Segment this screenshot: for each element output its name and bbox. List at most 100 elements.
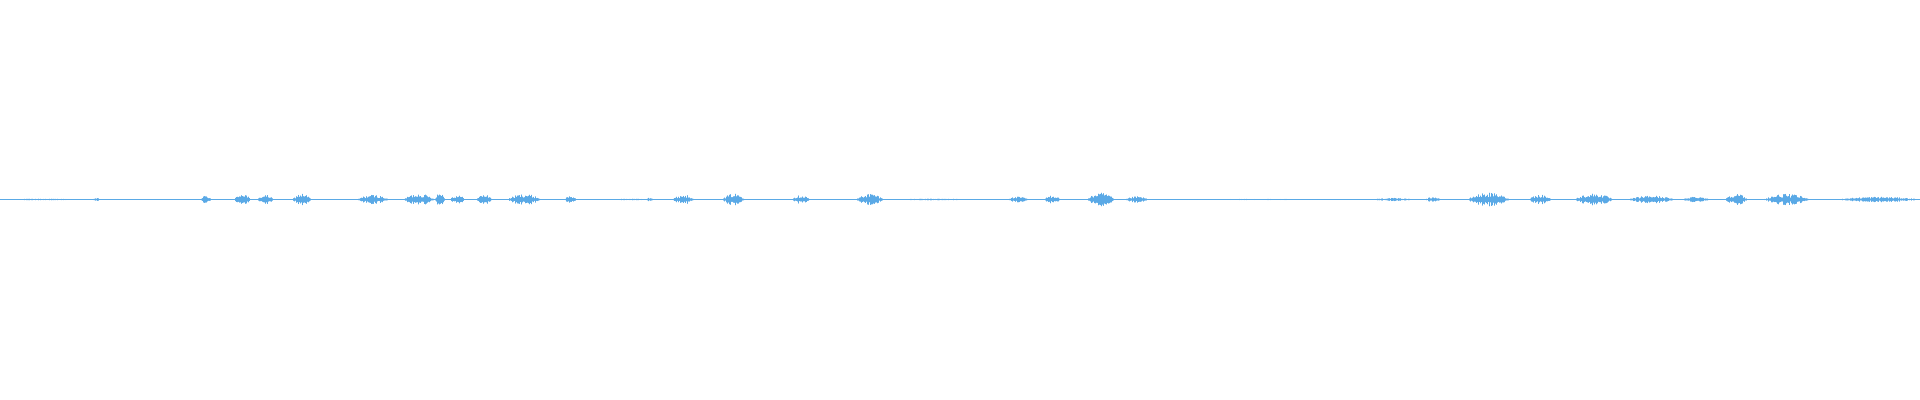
waveform-sample-bar	[1366, 199, 1367, 200]
waveform-sample-bar	[1247, 199, 1248, 200]
waveform-sample-bar	[1219, 199, 1220, 200]
waveform-sample-bar	[1139, 197, 1140, 202]
waveform-sample-bar	[71, 199, 72, 200]
waveform-sample-bar	[1343, 199, 1344, 200]
waveform-sample-bar	[1007, 199, 1008, 200]
waveform-sample-bar	[798, 195, 799, 204]
waveform-sample-bar	[1633, 197, 1634, 202]
waveform-sample-bar	[1296, 199, 1297, 200]
waveform-sample-bar	[644, 199, 645, 200]
waveform-sample-bar	[1351, 199, 1352, 200]
waveform-sample-bar	[419, 196, 420, 203]
waveform-sample-bar	[1655, 197, 1656, 202]
waveform-sample-bar	[1841, 199, 1842, 200]
waveform-sample-bar	[1187, 199, 1188, 200]
waveform-sample-bar	[1804, 197, 1805, 202]
waveform-sample-bar	[519, 195, 520, 204]
waveform-sample-bar	[640, 199, 641, 200]
waveform-sample-bar	[1184, 199, 1185, 200]
waveform-sample-bar	[1647, 195, 1648, 204]
waveform-sample-bar	[567, 197, 568, 202]
waveform-sample-bar	[1801, 196, 1802, 203]
waveform-sample-bar	[924, 198, 925, 201]
waveform-sample-bar	[946, 198, 947, 201]
waveform-sample-bar	[685, 195, 686, 204]
waveform-sample-bar	[205, 196, 206, 203]
waveform-sample-bar	[1026, 198, 1027, 201]
waveform-sample-bar	[309, 197, 310, 202]
waveform-sample-bar	[1212, 199, 1213, 200]
waveform-sample-bar	[1355, 199, 1356, 200]
waveform-sample-bar	[67, 199, 68, 200]
waveform-sample-bar	[378, 198, 379, 201]
waveform-sample-bar	[620, 199, 621, 200]
waveform-sample-bar	[437, 194, 438, 205]
waveform-sample-bar	[209, 198, 210, 201]
waveform-sample-bar	[918, 199, 919, 200]
waveform-sample-bar	[1691, 197, 1692, 202]
waveform-sample-bar	[1469, 198, 1470, 201]
waveform-sample-bar	[1333, 199, 1334, 200]
waveform-sample-bar	[804, 197, 805, 202]
waveform-sample-bar	[801, 197, 802, 202]
waveform-sample-bar	[970, 199, 971, 200]
waveform-sample-bar	[1847, 198, 1848, 201]
waveform-sample-bar	[910, 198, 911, 201]
waveform-sample-bar	[681, 196, 682, 203]
waveform-sample-bar	[686, 197, 687, 202]
waveform-sample-bar	[618, 199, 619, 200]
waveform-sample-bar	[1109, 195, 1110, 204]
waveform-sample-bar	[15, 199, 16, 200]
waveform-sample-bar	[307, 197, 308, 202]
waveform-sample-bar	[1606, 195, 1607, 204]
waveform-sample-bar	[1290, 199, 1291, 200]
waveform-sample-bar	[297, 196, 298, 203]
waveform-sample-bar	[1218, 199, 1219, 200]
waveform-sample-bar	[513, 197, 514, 202]
waveform-sample-bar	[1738, 195, 1739, 204]
waveform-sample-bar	[1436, 198, 1437, 201]
waveform-sample-bar	[83, 199, 84, 200]
waveform-sample-bar	[241, 195, 242, 204]
waveform-sample-bar	[1051, 197, 1052, 202]
waveform-sample-bar	[1204, 199, 1205, 200]
waveform-sample-bar	[568, 197, 569, 202]
waveform-sample-bar	[1637, 196, 1638, 203]
waveform-sample-bar	[1295, 199, 1296, 200]
waveform-sample-bar	[875, 196, 876, 203]
waveform-sample-bar	[948, 198, 949, 201]
waveform-sample-bar	[1197, 199, 1198, 200]
waveform-sample-bar	[1048, 196, 1049, 203]
waveform-sample-bar	[940, 199, 941, 200]
waveform-sample-bar	[271, 197, 272, 202]
waveform-sample-bar	[1793, 195, 1794, 204]
waveform-sample-bar	[207, 197, 208, 202]
waveform-sample-bar	[1163, 199, 1164, 200]
waveform-sample-bar	[1651, 197, 1652, 202]
waveform-sample-bar	[1091, 195, 1092, 204]
waveform-sample-bar	[308, 196, 309, 203]
waveform-sample-bar	[418, 194, 419, 205]
waveform-sample-bar	[1172, 199, 1173, 200]
waveform-sample-bar	[1162, 199, 1163, 200]
waveform-sample-bar	[261, 197, 262, 202]
waveform-sample-bar	[379, 197, 380, 202]
waveform-sample-bar	[530, 196, 531, 203]
waveform-sample-bar	[1140, 197, 1141, 202]
waveform-sample-bar	[927, 198, 928, 201]
waveform-sample-bar	[1482, 193, 1483, 206]
waveform-sample-bar	[57, 198, 58, 201]
waveform-sample-bar	[877, 195, 878, 204]
waveform-sample-bar	[1226, 199, 1227, 200]
waveform-sample-bar	[1891, 197, 1892, 202]
waveform-sample-bar	[66, 198, 67, 201]
waveform-sample-bar	[1131, 198, 1132, 201]
waveform-sample-bar	[54, 198, 55, 201]
waveform-sample-bar	[1705, 198, 1706, 201]
waveform-sample-bar	[453, 197, 454, 202]
waveform-sample-bar	[1475, 197, 1476, 202]
waveform-sample-bar	[1785, 193, 1786, 206]
waveform-sample-bar	[408, 197, 409, 202]
